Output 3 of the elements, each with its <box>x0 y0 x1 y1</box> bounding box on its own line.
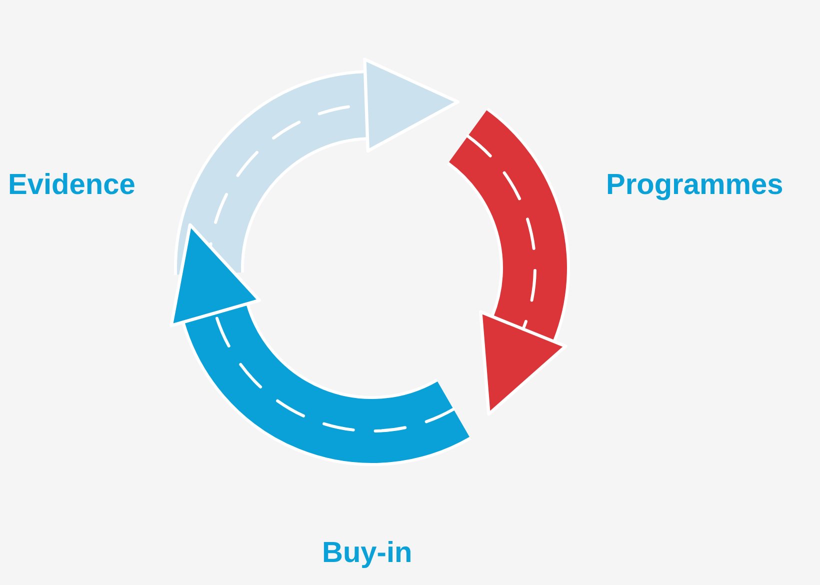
stage-label: Buy-in <box>322 536 412 571</box>
stage-label: Evidence <box>8 168 136 203</box>
stage-label: Programmes <box>606 168 784 203</box>
